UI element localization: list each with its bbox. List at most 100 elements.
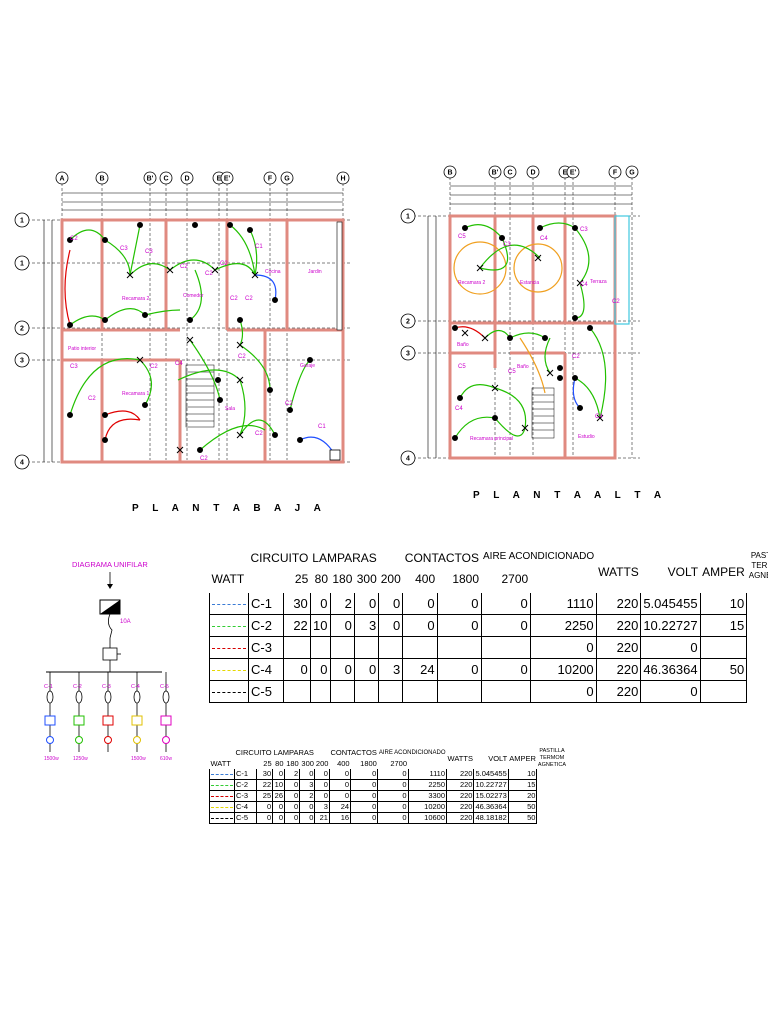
circuit-tag: C2 xyxy=(245,296,253,302)
branch-label: C-5 xyxy=(160,684,169,690)
table-cell: 0 xyxy=(330,658,355,681)
table-cell xyxy=(330,636,355,659)
circuit-name: C-3 xyxy=(234,790,257,802)
table-cell xyxy=(310,680,331,703)
circuit-line-icon xyxy=(211,784,233,786)
circuit-tag: C2 xyxy=(612,299,620,305)
circuit-tag: C3 xyxy=(145,249,153,255)
table-cell: 0 xyxy=(299,801,316,813)
table-cell xyxy=(310,636,331,659)
table-cell: 0 xyxy=(437,614,482,637)
ground-axis-label: F xyxy=(268,176,273,183)
table-cell: 3 xyxy=(299,779,316,791)
upper-floor-title: P L A N T A A L T A xyxy=(473,490,667,501)
circuit-name: C-4 xyxy=(234,801,257,813)
table-cell: 0 xyxy=(350,801,379,813)
branch-watts: 610w xyxy=(160,756,172,762)
table-cell: 0 xyxy=(481,593,531,615)
small-size-80: 80 xyxy=(275,758,284,768)
ground-row-label: 1 xyxy=(20,218,24,225)
table-cell: 0 xyxy=(377,769,409,780)
header-pastilla: PASTILLA TERMOM AGNETICA xyxy=(748,551,768,580)
ground-axis-label: A xyxy=(59,176,64,183)
branch-c-5 xyxy=(160,672,172,752)
cell-amper: 5.045455 xyxy=(640,593,701,615)
diagram-title: DIAGRAMA UNIFILAR xyxy=(72,560,148,569)
table-cell: 0 xyxy=(378,614,404,637)
circuit-tag: C2 xyxy=(150,364,158,370)
circuit-tag: C5 xyxy=(508,369,516,375)
branch-watts: 1500w xyxy=(44,756,59,762)
size-25: 25 xyxy=(294,572,309,586)
cell-watts: 2250 xyxy=(530,614,597,637)
circuit-tag: C1 xyxy=(318,424,326,430)
header-circuito: CIRCUITO xyxy=(250,551,309,565)
breaker-rating: 10A xyxy=(120,619,131,625)
circuit-line-swatch xyxy=(209,801,235,813)
table-cell: 0 xyxy=(314,790,330,802)
ground-row-label: 1 xyxy=(20,261,24,268)
upper-axis-label: B' xyxy=(492,170,499,177)
circuit-name: C-2 xyxy=(234,779,257,791)
small-size-300: 300 xyxy=(301,758,314,768)
circuit-line-icon xyxy=(211,795,233,797)
circuit-tag: C5 xyxy=(458,234,466,240)
table-cell xyxy=(330,680,355,703)
table-cell: 25 xyxy=(256,790,274,802)
table-cell: 0 xyxy=(329,790,352,802)
upper-room-label: Baño xyxy=(517,364,529,370)
table-cell: 0 xyxy=(299,769,316,780)
small-header-lamparas: LAMPARAS xyxy=(273,748,314,758)
upper-room-label: Baño xyxy=(457,342,469,348)
table-cell: 0 xyxy=(354,593,380,615)
upper-axis-label: F xyxy=(613,170,618,177)
cell-amper: 10.22727 xyxy=(640,614,701,637)
cell-amper: 0 xyxy=(640,680,701,703)
ground-axis-label: C xyxy=(163,176,168,183)
small-header-contactos: CONTACTOS xyxy=(330,748,377,758)
small-size-200: 200 xyxy=(315,758,329,768)
circuit-line-icon xyxy=(211,817,233,819)
circuit-tag: C1 xyxy=(255,244,263,250)
table-cell: 24 xyxy=(402,658,438,681)
table-cell: 3 xyxy=(354,614,380,637)
cell-pastilla: 10 xyxy=(700,593,748,615)
branch-watts: 1250w xyxy=(73,756,88,762)
ground-room-label: Patio interior xyxy=(68,346,96,352)
table-cell: 0 xyxy=(283,658,311,681)
circuit-tag: C2 xyxy=(572,354,580,360)
table-cell xyxy=(283,680,311,703)
cell-watts: 3300 xyxy=(408,790,448,802)
table-cell: 0 xyxy=(377,812,409,824)
circuit-tag: C2 xyxy=(255,431,263,437)
circuit-tag: C2 xyxy=(230,296,238,302)
cell-amper: 5.045455 xyxy=(473,769,509,780)
small-size-2700: 2700 xyxy=(390,758,407,768)
table-cell: 0 xyxy=(377,790,409,802)
branch-load-icon xyxy=(160,715,172,726)
circuit-line-swatch xyxy=(209,593,249,615)
table-cell: 10 xyxy=(310,614,331,637)
branch-load-icon xyxy=(44,715,56,726)
cell-amper: 10.22727 xyxy=(473,779,509,791)
table-cell xyxy=(481,636,531,659)
cell-pastilla: 50 xyxy=(508,812,538,824)
table-cell: 0 xyxy=(272,769,285,780)
table-cell xyxy=(402,636,438,659)
branch-outlet-icon xyxy=(104,736,112,744)
cell-volt: 220 xyxy=(596,614,642,637)
size-200: 200 xyxy=(380,572,401,586)
ground-row-label: 2 xyxy=(20,326,24,333)
table-cell: 30 xyxy=(283,593,311,615)
upper-room-label: Estudio xyxy=(578,434,595,440)
ground-floor-title: P L A N T A B A J A xyxy=(132,503,327,514)
small-size-180: 180 xyxy=(286,758,299,768)
table-cell: 0 xyxy=(402,593,438,615)
table-cell xyxy=(378,636,404,659)
